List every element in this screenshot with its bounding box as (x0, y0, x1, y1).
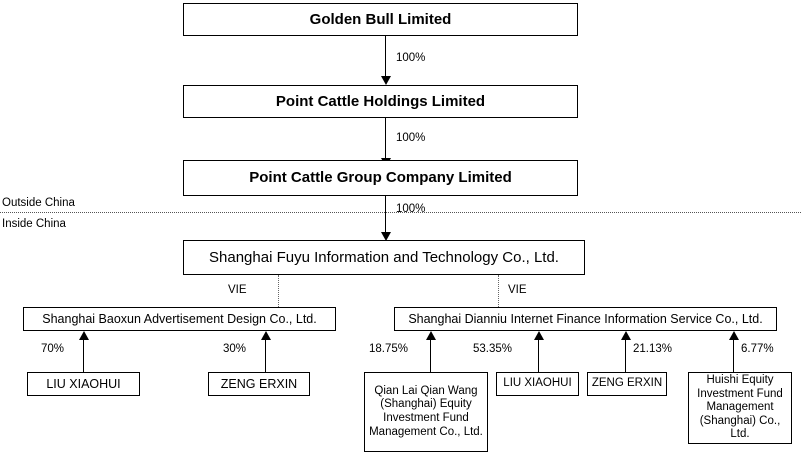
connector-liu-right-to-dianniu (538, 340, 539, 372)
arrow-zeng-left-to-baoxun (261, 331, 271, 340)
shareholder-box-liu-xiaohui-left: LIU XIAOHUI (27, 372, 140, 396)
percent-qian-to-dianniu: 18.75% (369, 343, 409, 355)
connector-zeng-left-to-baoxun (265, 340, 266, 372)
percent-holdings-to-group: 100% (396, 132, 426, 144)
arrow-qian-to-dianniu (426, 331, 436, 340)
connector-holdings-to-group (385, 118, 386, 160)
shareholder-box-qian-lai-qian-wang: Qian Lai Qian Wang (Shanghai) Equity Inv… (364, 372, 488, 452)
connector-huishi-to-dianniu (733, 340, 734, 372)
connector-liu-left-to-baoxun (83, 340, 84, 372)
shareholder-box-zeng-erxin-left: ZENG ERXIN (208, 372, 310, 396)
connector-qian-to-dianniu (430, 340, 431, 372)
vie-link-right (498, 275, 499, 307)
arrow-liu-left-to-baoxun (79, 331, 89, 340)
arrow-golden-bull-to-holdings (381, 76, 391, 85)
label-outside-china: Outside China (2, 197, 75, 209)
label-inside-china: Inside China (2, 218, 66, 230)
arrow-zeng-right-to-dianniu (621, 331, 631, 340)
entity-box-shanghai-fuyu: Shanghai Fuyu Information and Technology… (183, 240, 585, 275)
entity-box-shanghai-dianniu: Shanghai Dianniu Internet Finance Inform… (394, 307, 777, 331)
percent-golden-bull-to-holdings: 100% (396, 52, 426, 64)
vie-link-left (278, 275, 279, 307)
connector-group-to-fuyu (385, 196, 386, 236)
arrow-liu-right-to-dianniu (534, 331, 544, 340)
shareholder-box-huishi: Huishi Equity Investment Fund Management… (688, 372, 792, 444)
percent-liu-left-to-baoxun: 70% (41, 343, 65, 355)
percent-group-to-fuyu: 100% (396, 203, 426, 215)
percent-huishi-to-dianniu: 6.77% (741, 343, 774, 355)
arrow-huishi-to-dianniu (729, 331, 739, 340)
china-border-divider (0, 212, 801, 213)
shareholder-box-liu-xiaohui-right: LIU XIAOHUI (496, 372, 579, 396)
shareholder-box-zeng-erxin-right: ZENG ERXIN (587, 372, 667, 396)
vie-label-right: VIE (508, 284, 527, 296)
percent-zeng-right-to-dianniu: 21.13% (633, 343, 673, 355)
percent-zeng-left-to-baoxun: 30% (223, 343, 247, 355)
entity-box-point-cattle-group: Point Cattle Group Company Limited (183, 160, 578, 196)
percent-liu-right-to-dianniu: 53.35% (473, 343, 513, 355)
entity-box-shanghai-baoxun: Shanghai Baoxun Advertisement Design Co.… (23, 307, 336, 331)
vie-label-left: VIE (228, 284, 247, 296)
entity-box-golden-bull: Golden Bull Limited (183, 3, 578, 36)
entity-box-point-cattle-holdings: Point Cattle Holdings Limited (183, 85, 578, 118)
connector-golden-bull-to-holdings (385, 36, 386, 78)
connector-zeng-right-to-dianniu (625, 340, 626, 372)
arrow-group-to-fuyu (381, 232, 391, 241)
